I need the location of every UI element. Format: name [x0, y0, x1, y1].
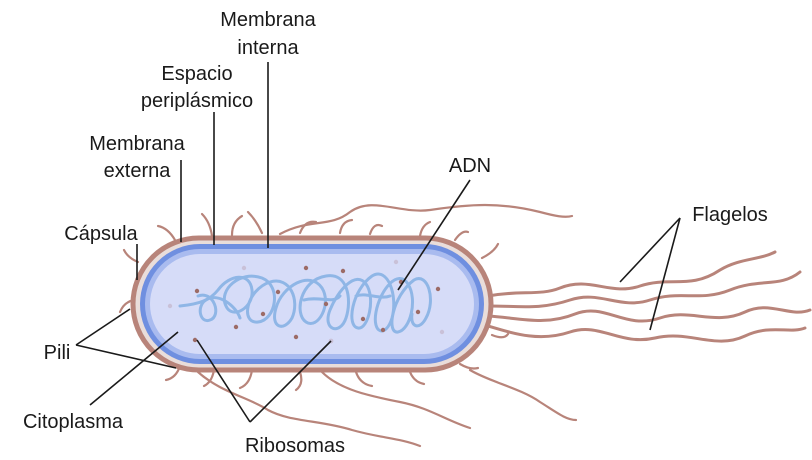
label-membrana-interna-line1: Membrana: [220, 9, 316, 31]
label-membrana-externa-line2: externa: [104, 160, 172, 182]
label-adn: ADN: [449, 155, 491, 177]
label-ribosomas: Ribosomas: [245, 435, 345, 457]
label-flagelos: Flagelos: [692, 204, 768, 226]
label-pili: Pili: [44, 342, 71, 364]
label-espacio-periplasmico-line2: periplásmico: [141, 90, 253, 112]
label-membrana-externa-line1: Membrana: [89, 133, 185, 155]
label-citoplasma: Citoplasma: [23, 411, 124, 433]
label-capsula: Cápsula: [64, 223, 138, 245]
flagella: [488, 252, 810, 341]
label-membrana-interna-line2: interna: [237, 37, 299, 59]
label-espacio-periplasmico-line1: Espacio: [161, 63, 232, 85]
